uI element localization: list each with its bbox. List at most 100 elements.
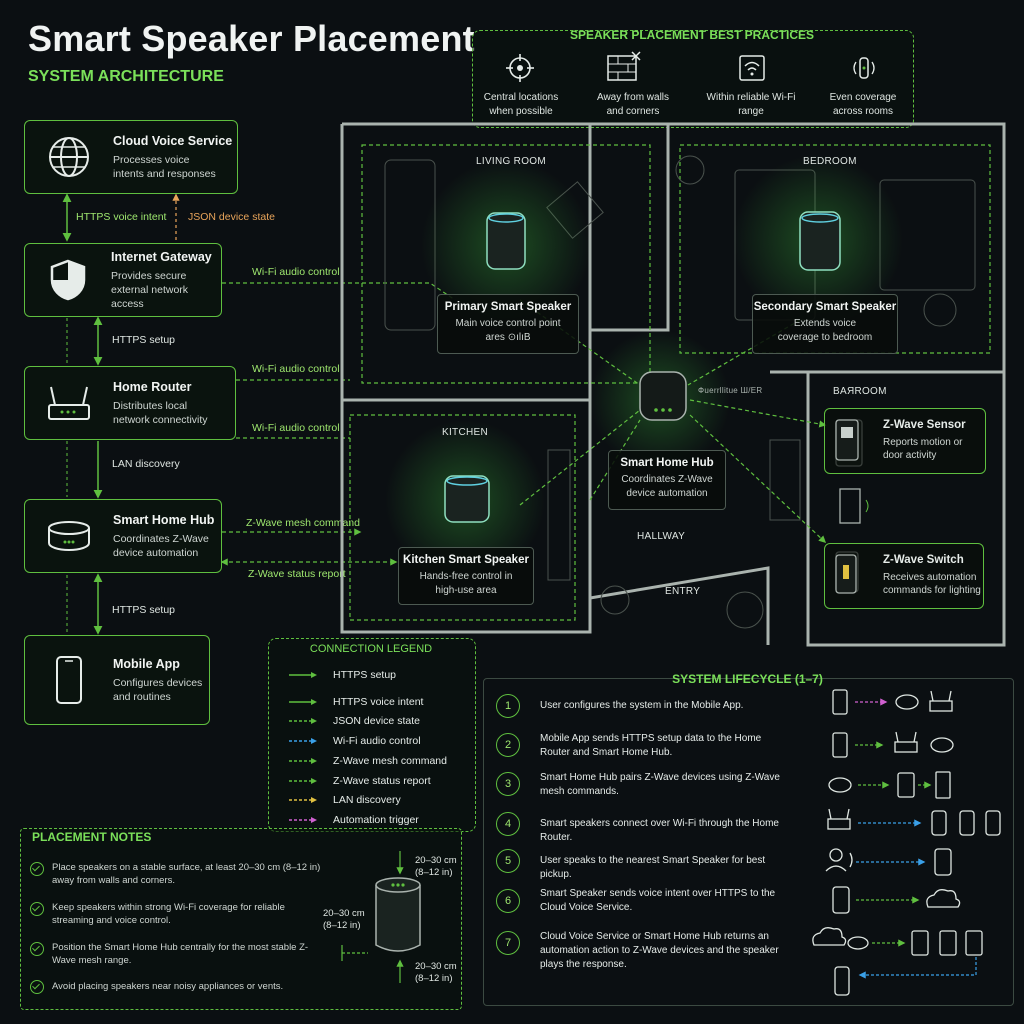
room-label-bedroom: BEDROOM (803, 156, 857, 167)
legend-arrowhead (311, 778, 317, 784)
link-label-zwave-status: Z-Wave status report (248, 568, 346, 580)
link-label-json-state: JSON device state (188, 211, 275, 223)
step-text: User configures the system in the Mobile… (540, 700, 744, 711)
shield-icon (43, 254, 93, 306)
step-number: 4 (496, 812, 520, 836)
zwave-title: Z-Wave Switch (883, 554, 964, 566)
step-number: 3 (496, 772, 520, 796)
room-label-kitchen: KITCHEN (442, 427, 488, 438)
hub-card[interactable]: Smart Home Hub Coordinates Z-Wave device… (608, 450, 726, 510)
step-number: 5 (496, 849, 520, 873)
legend-item: LAN discovery (333, 794, 401, 806)
dim-label-top: 20–30 cm (8–12 in) (415, 855, 457, 878)
link-label-wifi-2: Wi-Fi audio control (252, 363, 340, 375)
best-practice-label: Central locations when possible (483, 92, 559, 117)
legend-panel (268, 638, 476, 832)
primary-speaker-card[interactable]: Primary Smart Speaker Main voice control… (437, 294, 579, 354)
door-sensor-icon (839, 488, 869, 524)
note-item: Keep speakers within strong Wi-Fi covera… (52, 902, 285, 926)
node-title: Internet Gateway (111, 249, 212, 264)
step-text: Smart Speaker sends voice intent over HT… (540, 888, 776, 913)
legend-item: Z-Wave status report (333, 775, 431, 787)
page-title: Smart Speaker Placement (28, 18, 475, 59)
note-item: Avoid placing speakers near noisy applia… (52, 981, 284, 992)
node-desc: Distributes local network connectivity (113, 399, 208, 426)
clearance-diagram (341, 851, 421, 983)
speaker-title: Kitchen Smart Speaker (403, 554, 529, 566)
legend-arrowhead (311, 817, 317, 823)
lifecycle-icons (812, 689, 1001, 996)
legend-arrowhead (311, 738, 317, 744)
step-text: Cloud Voice Service or Smart Home Hub re… (540, 931, 779, 970)
link-label-wifi-1: Wi-Fi audio control (252, 266, 340, 278)
dim-label-bottom: 20–30 cm (8–12 in) (415, 961, 457, 984)
page-subtitle: SYSTEM ARCHITECTURE (28, 68, 224, 85)
primary-speaker-icon (486, 212, 526, 270)
zwave-desc: Reports motion or door activity (883, 437, 963, 461)
step-number: 6 (496, 889, 520, 913)
legend-item: HTTPS setup (333, 669, 397, 681)
speaker-title: Primary Smart Speaker (444, 301, 572, 313)
crosshair-icon (506, 54, 534, 82)
legend-arrowhead (311, 758, 317, 764)
speaker-desc: Extends voice coverage to bedroom (777, 318, 873, 343)
room-label-entry: ENTRY (665, 586, 701, 597)
kitchen-speaker-card[interactable]: Kitchen Smart Speaker Hands-free control… (398, 547, 534, 605)
kitchen-speaker-icon (444, 475, 490, 523)
hub-icon (639, 371, 687, 421)
router-icon (43, 377, 95, 429)
hub-desc: Coordinates Z-Wave device automation (621, 474, 713, 499)
legend-item: JSON device state (333, 715, 420, 727)
speaker-waves-icon (853, 57, 875, 79)
best-practices-title: SPEAKER PLACEMENT BEST PRACTICES (569, 28, 815, 42)
room-label-hallway: HALLWAY (637, 531, 686, 542)
speaker-desc: Hands-free control in high-use area (419, 571, 513, 596)
check-icon (30, 862, 44, 876)
link-label-https-voice: HTTPS voice intent (76, 211, 167, 223)
check-icon (30, 942, 44, 956)
node-title: Mobile App (113, 656, 180, 671)
zwave-card-icons (835, 419, 859, 594)
secondary-speaker-icon (799, 211, 841, 271)
lifecycle-title: SYSTEM LIFECYCLE (1–7) (672, 672, 823, 686)
step-text: Mobile App sends HTTPS setup data to the… (540, 733, 762, 758)
brick-wall-icon (607, 51, 641, 81)
node-title: Smart Home Hub (113, 512, 215, 527)
speaker-desc: Main voice control point ares ⊙ılıB (455, 318, 561, 343)
placement-notes-title: PLACEMENT NOTES (32, 830, 152, 844)
step-number: 2 (496, 733, 520, 757)
check-icon (30, 980, 44, 994)
room-label-bathroom: BAЯROOM (833, 386, 887, 397)
globe-icon (43, 131, 95, 183)
node-desc: Configures devices and routines (113, 676, 203, 703)
legend-item: Wi-Fi audio control (333, 735, 421, 747)
zwave-title: Z-Wave Sensor (883, 419, 966, 431)
best-practice-label: Away from walls and corners (596, 92, 670, 117)
link-label-zwave-cmd: Z-Wave mesh command (246, 517, 360, 529)
link-label-lan-discovery: LAN discovery (112, 458, 180, 470)
legend-arrowhead (311, 797, 317, 803)
best-practices-icons (506, 51, 875, 82)
step-number: 7 (496, 931, 520, 955)
node-title: Home Router (113, 379, 192, 394)
secondary-speaker-card[interactable]: Secondary Smart Speaker Extends voice co… (752, 294, 898, 354)
best-practice-label: Even coverage across rooms (829, 92, 897, 117)
legend-swatches (289, 672, 317, 823)
note-item: Place speakers on a stable surface, at l… (52, 862, 321, 886)
link-label-https-setup: HTTPS setup (112, 334, 176, 346)
phone-icon (43, 654, 95, 706)
lifecycle-panel (483, 678, 1014, 1006)
step-text: Smart Home Hub pairs Z-Wave devices usin… (540, 772, 780, 797)
wifi-icon (739, 55, 765, 81)
node-desc: Provides secure external network access (111, 269, 189, 310)
link-label-https-setup-2: HTTPS setup (112, 604, 176, 616)
node-desc: Coordinates Z-Wave device automation (113, 532, 209, 559)
legend-item: Automation trigger (333, 814, 419, 826)
link-label-wifi-3: Wi-Fi audio control (252, 422, 340, 434)
